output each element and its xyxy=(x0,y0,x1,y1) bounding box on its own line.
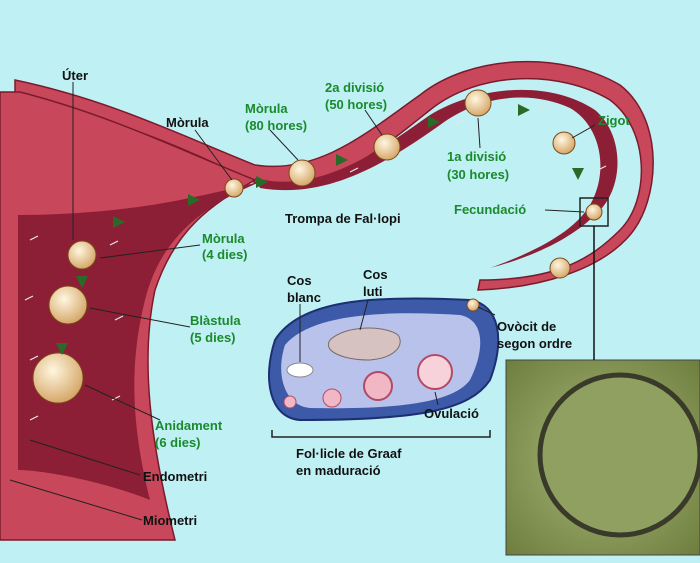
label-follicle-b: en maduració xyxy=(296,463,381,478)
label-div2-a: 2a divisió xyxy=(325,80,384,95)
label-follicle-a: Fol·licle de Graaf xyxy=(296,446,402,461)
embryo-stages xyxy=(32,89,609,404)
ovary xyxy=(268,297,500,422)
label-cosluti-a: Cos xyxy=(363,267,388,282)
label-anidament-b: (6 dies) xyxy=(155,435,201,450)
label-endometri: Endometri xyxy=(143,469,207,484)
zygote-cell xyxy=(552,131,576,155)
second-division-cell xyxy=(373,133,401,161)
label-miometri: Miometri xyxy=(143,513,197,528)
follicle-1 xyxy=(283,395,297,409)
label-blastula-a: Blàstula xyxy=(190,313,241,328)
arrow-1 xyxy=(518,104,530,116)
ciliary-marks xyxy=(24,105,607,421)
first-division-cell xyxy=(464,89,492,117)
arrow-5 xyxy=(188,194,200,206)
label-morula80-a: Mòrula xyxy=(245,101,288,116)
arrow-2 xyxy=(428,116,440,128)
label-morula4-a: Mòrula xyxy=(202,231,245,246)
morula-80h-cell xyxy=(288,159,316,187)
label-ovocit-a: Ovòcit de xyxy=(497,319,556,334)
oocyte-micrograph xyxy=(505,226,700,556)
follicle-2 xyxy=(322,388,342,408)
ovulated-oocyte xyxy=(466,298,480,312)
arrow-3 xyxy=(336,154,348,166)
labels: Úter Mòrula Mòrula (80 hores) 2a divisió… xyxy=(62,68,630,528)
follicle-4 xyxy=(417,354,453,390)
label-morula4-b: (4 dies) xyxy=(202,247,248,262)
label-uter: Úter xyxy=(62,68,88,83)
label-div1-a: 1a divisió xyxy=(447,149,506,164)
micrograph-oocyte xyxy=(537,372,700,538)
label-ovulacio: Ovulació xyxy=(424,406,479,421)
follicle-bracket xyxy=(271,430,491,438)
tube-lumen xyxy=(255,89,618,268)
label-morula80-b: (80 hores) xyxy=(245,118,307,133)
blastula-cell xyxy=(48,285,88,325)
label-morula: Mòrula xyxy=(166,115,209,130)
label-blastula-b: (5 dies) xyxy=(190,330,236,345)
arrow-4 xyxy=(256,176,268,188)
morula-cell xyxy=(224,178,244,198)
label-fecundacio: Fecundació xyxy=(454,202,526,217)
oocyte-cell xyxy=(549,257,571,279)
arrow-9 xyxy=(572,168,584,180)
corpus-albicans xyxy=(286,362,314,378)
implantation-cell xyxy=(32,352,84,404)
movement-arrows xyxy=(56,104,584,355)
morula-4d-cell xyxy=(67,240,97,270)
arrow-7 xyxy=(76,276,88,288)
corpus-luteum xyxy=(327,327,401,361)
label-cosluti-b: luti xyxy=(363,284,383,299)
arrow-6 xyxy=(113,216,125,228)
arrow-8 xyxy=(56,343,68,355)
follicle-3 xyxy=(363,371,393,401)
label-trompa: Trompa de Fal·lopi xyxy=(285,211,401,226)
fertilization-cell xyxy=(585,203,603,221)
label-ovocit-b: segon ordre xyxy=(497,336,572,351)
label-div2-b: (50 hores) xyxy=(325,97,387,112)
label-cosblanc-a: Cos xyxy=(287,273,312,288)
leader-lines xyxy=(9,82,596,521)
label-anidament-a: Anidament xyxy=(155,418,223,433)
label-cosblanc-b: blanc xyxy=(287,290,321,305)
label-zigot: Zigot xyxy=(598,113,630,128)
label-div1-b: (30 hores) xyxy=(447,167,509,182)
